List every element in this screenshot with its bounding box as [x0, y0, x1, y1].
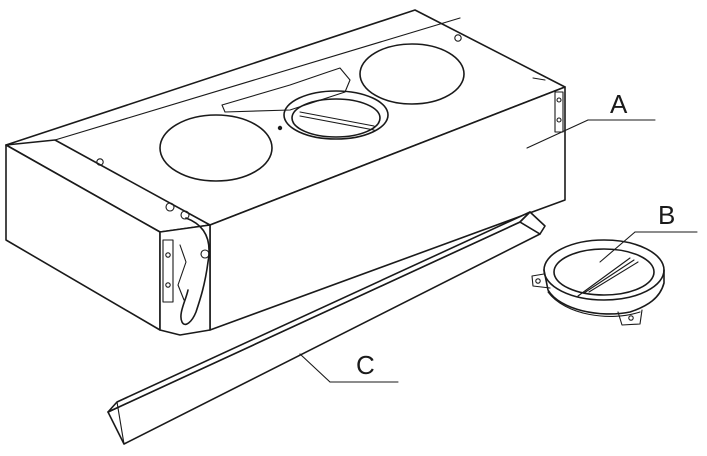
screw-icon [165, 202, 175, 212]
strip-end-face [519, 211, 546, 235]
flange-tab-bottom [617, 309, 643, 326]
screw-point-icon [277, 125, 283, 131]
leader-line-b [599, 231, 636, 263]
slot-mark [532, 77, 546, 81]
hood-end-panel [159, 224, 211, 336]
duct-flap-line-2 [299, 115, 375, 131]
duct-ring-outer [283, 90, 389, 140]
keyhole-slot-icon [96, 158, 104, 166]
strip-end-edge [116, 401, 125, 445]
bracket-hole-icon [165, 252, 171, 258]
trim-strip [107, 211, 546, 445]
bracket-hole-icon [556, 117, 562, 123]
duct-ring-inner [291, 98, 381, 138]
screw-icon [180, 210, 190, 220]
damper-flange [531, 231, 698, 326]
callout-label-a: A [610, 89, 628, 119]
bracket-hole-icon [165, 282, 171, 288]
tab-hole-icon [535, 278, 541, 284]
power-cord [180, 217, 210, 326]
range-hood-body [5, 9, 656, 336]
damper-flap-line-3 [588, 261, 639, 293]
keyhole-slot-icon [454, 34, 462, 42]
knockout-left [159, 114, 273, 182]
cord-clip [177, 244, 187, 301]
mounting-plate-outline [221, 67, 351, 113]
flange-bottom-lip [547, 291, 641, 317]
flange-ring-inner [553, 248, 655, 296]
damper-flap-line [577, 257, 631, 297]
hood-top-edge-line [54, 17, 461, 141]
tab-hole-icon [628, 315, 634, 321]
bracket-hole-icon [556, 97, 562, 103]
end-bracket [554, 91, 564, 133]
callout-label-b: B [658, 200, 675, 230]
leader-line-c [299, 353, 331, 383]
callout-label-c: C [356, 350, 375, 380]
front-bracket [162, 239, 174, 303]
damper-flap-line-2 [583, 259, 635, 294]
flange-tab-left [531, 273, 551, 289]
leader-line-a [526, 119, 589, 149]
knockout-right [359, 43, 465, 105]
flange-wall [543, 269, 665, 315]
duct-flap-line [299, 111, 375, 127]
